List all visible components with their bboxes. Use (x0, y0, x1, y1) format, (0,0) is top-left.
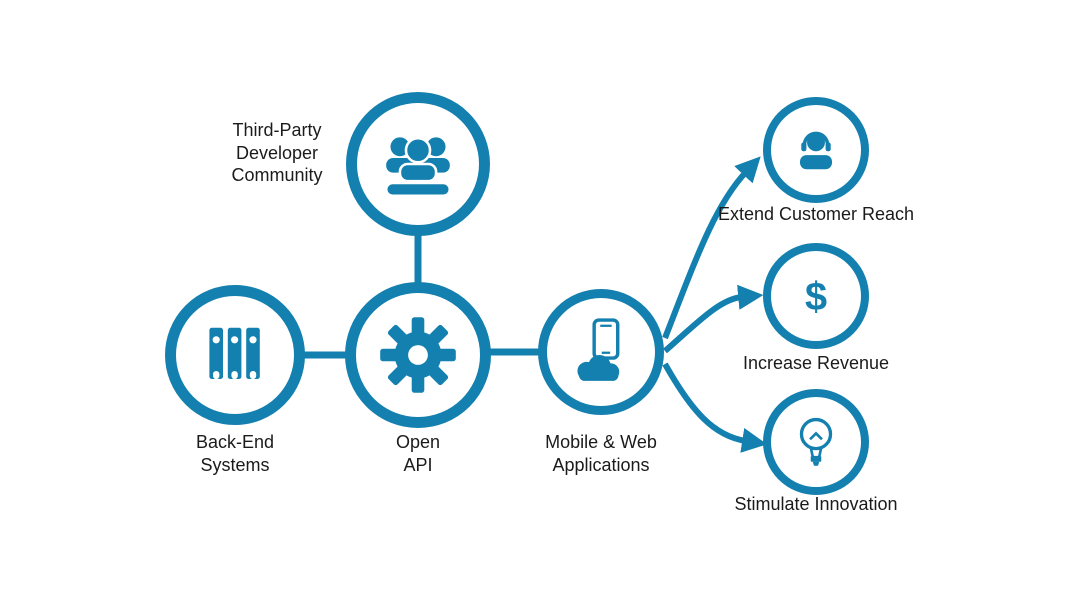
headset-band (802, 131, 830, 146)
node-third-party-developer-community (346, 92, 490, 236)
node-stimulate-innovation (763, 389, 869, 495)
person-head (807, 133, 825, 152)
gear-icon (380, 317, 456, 393)
bulb-glass (799, 417, 833, 451)
people-group-icon (384, 136, 452, 198)
phone-cloud-icon (577, 318, 620, 381)
node-back-end-systems (165, 285, 305, 425)
person-shoulders (800, 155, 832, 170)
label-open-api: Open API (395, 432, 441, 475)
arrow-apps-to-extend-customer-reach (662, 156, 761, 340)
binders-icon (209, 327, 260, 379)
arrow-apps-to-increase-revenue (663, 284, 764, 354)
binder-2 (227, 327, 242, 379)
node-mobile-web-applications (538, 289, 664, 415)
binder-3 (246, 327, 260, 379)
gear-hole (408, 345, 428, 365)
label-mobile-web-applications: Mobile & Web Applications (545, 432, 657, 475)
node-open-api (345, 282, 491, 428)
label-back-end-systems: Back-End Systems (195, 432, 275, 475)
headset-earcup-right (825, 142, 831, 152)
dollar-glyph: $ (805, 275, 827, 319)
arrow-apps-to-stimulate-innovation (662, 362, 768, 453)
bulb-neck (809, 447, 823, 457)
bulb-base-tip (812, 461, 820, 466)
label-third-party-developer-community: Third-Party Developer Community (231, 120, 323, 185)
binder-1 (209, 327, 223, 379)
bulb-filament (809, 431, 823, 441)
cloud-icon (577, 355, 620, 381)
lightbulb-icon (799, 417, 833, 466)
dollar-icon: $ (805, 275, 827, 319)
community-base-bar (384, 181, 452, 198)
label-extend-customer-reach: Extend Customer Reach (717, 204, 915, 224)
person-front (398, 136, 438, 183)
node-extend-customer-reach (763, 97, 869, 203)
headset-earcup-left (801, 142, 807, 152)
headset-person-icon (800, 131, 832, 170)
smartphone-icon (592, 318, 620, 360)
bulb-base (810, 455, 822, 462)
label-increase-revenue: Increase Revenue (742, 353, 890, 373)
node-increase-revenue: $ (763, 243, 869, 349)
label-stimulate-innovation: Stimulate Innovation (734, 494, 898, 514)
